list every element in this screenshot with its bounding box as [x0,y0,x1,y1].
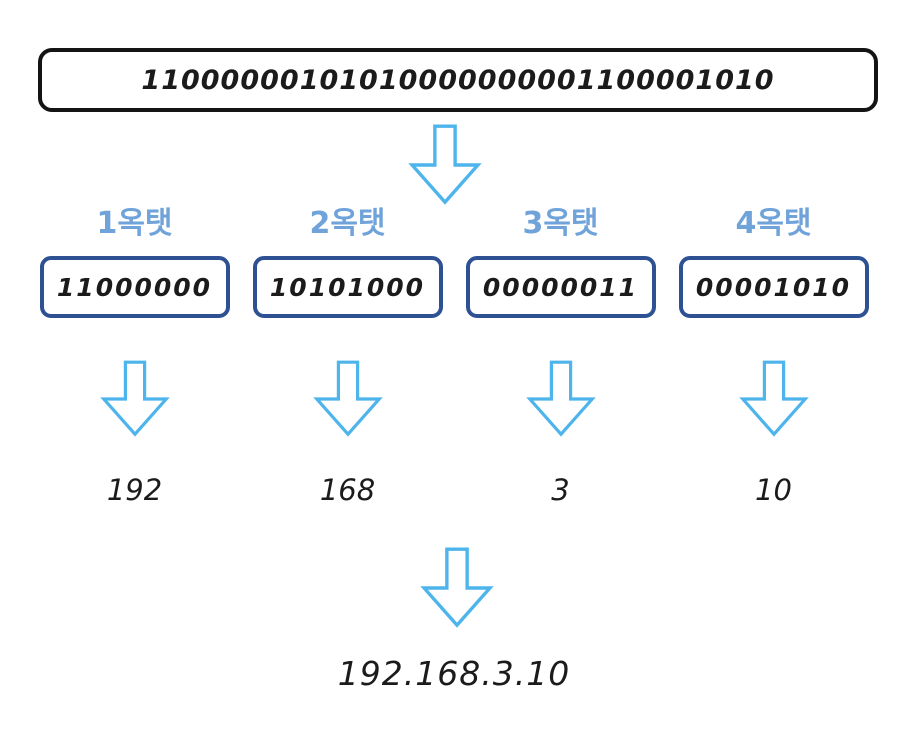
octet-4-decimal: 10 [755,473,792,507]
octet-2-box: 10101000 [252,256,443,318]
octet-1-decimal: 192 [106,473,163,507]
octet-4-binary: 00001010 [695,272,852,302]
down-arrow-icon [99,352,171,450]
octet-3-binary: 00000011 [482,272,639,302]
octet-arrows-row [28,352,880,448]
octet-1-box: 11000000 [39,256,230,318]
octet-2-decimal: 168 [319,473,376,507]
down-arrow-icon [407,120,483,210]
octet-3-decimal: 3 [551,473,570,507]
octet-2-label: 2옥탯 [309,206,386,241]
octet-boxes-row: 11000000 10101000 00000011 00001010 [28,254,880,320]
octet-1-label: 1옥탯 [96,206,173,241]
octet-labels-row: 1옥탯 2옥탯 3옥탯 4옥탯 [28,196,880,244]
down-arrow-icon [738,352,810,450]
octet-2-binary: 10101000 [269,272,426,302]
down-arrow-icon [525,352,597,450]
octet-3-box: 00000011 [465,256,656,318]
octet-4-box: 00001010 [678,256,869,318]
binary-32bit-box: 11000000101010000000001100001010 [38,48,878,112]
ip-address-result: 192.168.3.10 [337,654,571,693]
octet-3-label: 3옥탯 [522,206,599,241]
binary-32bit-text: 11000000101010000000001100001010 [141,64,775,96]
octet-4-label: 4옥탯 [735,206,812,241]
down-arrow-icon [312,352,384,450]
down-arrow-icon [419,542,495,634]
decimal-values-row: 192 168 3 10 [28,466,880,514]
octet-1-binary: 11000000 [56,272,213,302]
